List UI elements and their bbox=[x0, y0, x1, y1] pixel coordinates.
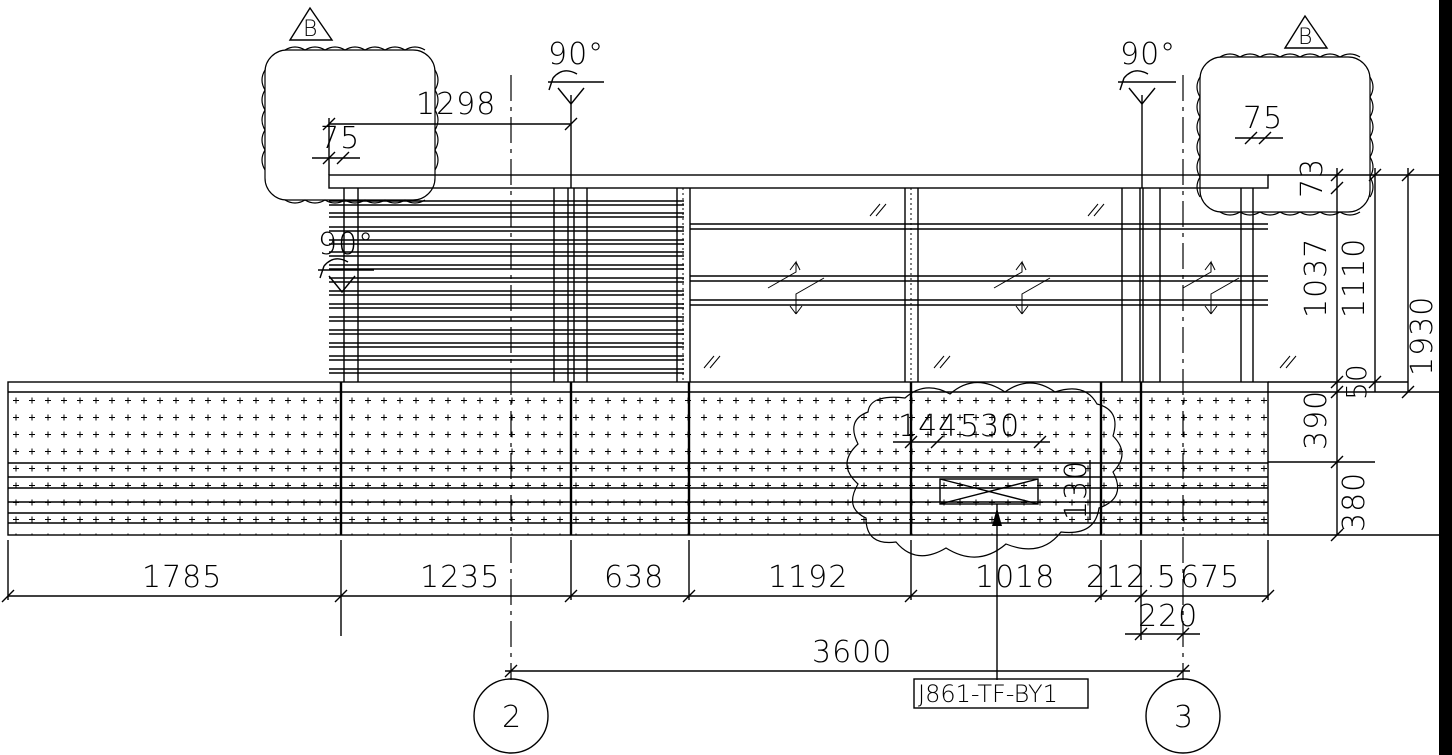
slide-arrow-icon bbox=[993, 260, 1051, 315]
dim-label: 1018 bbox=[975, 560, 1055, 595]
component-tag: J861-TF-BY1 bbox=[913, 508, 1089, 709]
dim-right-stack: 73 1037 1110 1930 50 390 380 bbox=[1268, 158, 1452, 542]
dim-label: 530 bbox=[960, 409, 1020, 444]
dim-label: 144 bbox=[898, 409, 958, 444]
plinth-base bbox=[7, 381, 1269, 536]
revision-marker-label: B bbox=[1298, 25, 1312, 50]
dim-75-right: 75 bbox=[1235, 101, 1283, 145]
dim-label: 1785 bbox=[142, 560, 222, 595]
revision-cloud bbox=[261, 46, 439, 204]
dim-label: 130 bbox=[1059, 460, 1094, 520]
revision-cloud bbox=[1196, 53, 1374, 216]
slide-arrow-icon bbox=[1182, 260, 1240, 315]
revision-cloud bbox=[846, 381, 1123, 558]
dim-label: 1235 bbox=[420, 560, 500, 595]
grid-axis-bubble: 2 bbox=[473, 678, 549, 754]
dim-3600: 3600 bbox=[504, 635, 1190, 678]
left-slats bbox=[329, 200, 684, 374]
plinth-band-lines bbox=[8, 462, 1268, 524]
posts bbox=[343, 188, 1254, 382]
dim-label: 380 bbox=[1337, 472, 1372, 532]
dim-label: 1110 bbox=[1337, 238, 1372, 318]
dim-label: 675 bbox=[1180, 560, 1240, 595]
glass-marks bbox=[703, 203, 1297, 369]
slide-arrow-icon bbox=[767, 260, 825, 315]
angle-symbol: 90° bbox=[548, 37, 604, 106]
dim-label: 75 bbox=[1243, 101, 1283, 136]
top-rail bbox=[328, 174, 1269, 189]
dim-label: 1192 bbox=[768, 560, 848, 595]
angle-label: 90° bbox=[1120, 37, 1176, 72]
dim-label: 73 bbox=[1295, 158, 1330, 198]
sheet-border-bar bbox=[1439, 0, 1452, 755]
dim-label: 3600 bbox=[812, 635, 892, 670]
center-lines bbox=[510, 75, 1184, 680]
dim-inner: 144 530 130 bbox=[893, 409, 1094, 520]
angle-symbol: 90° bbox=[1118, 37, 1176, 106]
dim-label: 390 bbox=[1299, 390, 1334, 450]
glass-rails bbox=[690, 223, 1268, 306]
upper-frame bbox=[328, 174, 1297, 382]
plinth-dividers bbox=[339, 382, 1143, 535]
grid-axis-bubble: 3 bbox=[1145, 678, 1221, 754]
revision-marker: B bbox=[1283, 14, 1329, 50]
dim-1298: 1298 bbox=[322, 87, 578, 175]
angle-label: 90° bbox=[548, 37, 604, 72]
bottom-extension-lines bbox=[7, 540, 1269, 640]
dim-label: 1930 bbox=[1405, 296, 1440, 376]
dim-75-left: 75 bbox=[312, 121, 360, 165]
dim-label: 1037 bbox=[1299, 238, 1334, 318]
revision-marker-label: B bbox=[303, 17, 317, 42]
dim-label: 638 bbox=[604, 560, 664, 595]
dim-220: 220 bbox=[1125, 599, 1200, 641]
angle-symbol: 90° bbox=[318, 227, 374, 294]
dim-label: 220 bbox=[1138, 599, 1198, 634]
dim-label: 1298 bbox=[416, 87, 496, 122]
dim-label: 75 bbox=[320, 121, 360, 156]
grid-axis-label: 3 bbox=[1174, 700, 1194, 735]
dim-bottom-chain: 1785 1235 638 1192 1018 212.5 675 bbox=[1, 540, 1275, 640]
plinth-outline bbox=[7, 381, 1269, 536]
dim-label: 212.5 bbox=[1086, 560, 1177, 595]
revision-marker: B bbox=[288, 6, 334, 42]
component-tag-label: J861-TF-BY1 bbox=[918, 680, 1058, 708]
grid-axis-label: 2 bbox=[502, 700, 522, 735]
angle-label: 90° bbox=[318, 227, 374, 262]
dim-label: 50 bbox=[1340, 364, 1373, 400]
